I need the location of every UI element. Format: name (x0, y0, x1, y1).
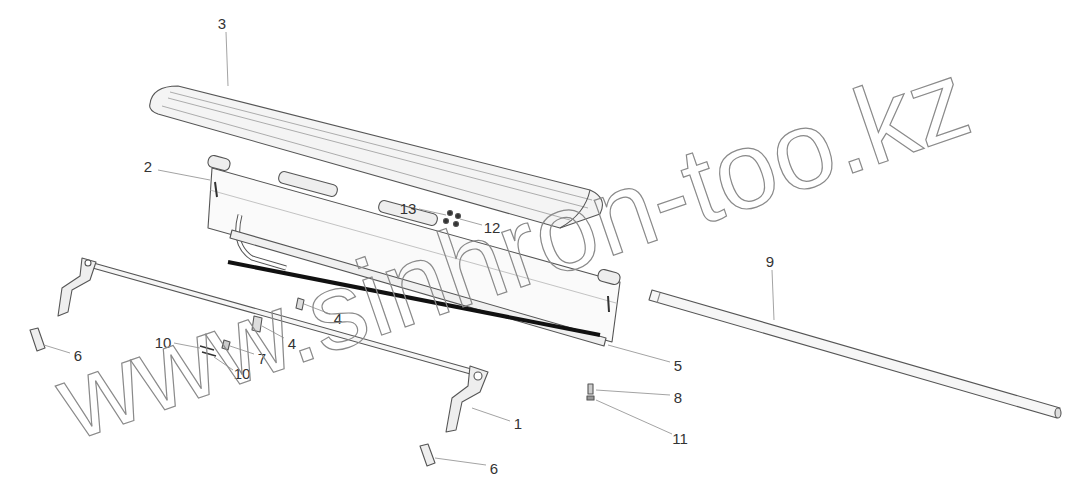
callout-number: 3 (218, 16, 226, 31)
shaft (649, 290, 1060, 418)
callout-number: 11 (672, 431, 688, 446)
callout-number: 1 (514, 416, 522, 431)
callout-number: 6 (490, 461, 498, 476)
bracket (58, 258, 96, 316)
callout-number: 2 (144, 159, 152, 174)
callout-number: 9 (766, 254, 774, 269)
callout-number: 5 (674, 358, 682, 373)
callout-number: 8 (674, 390, 682, 405)
callout-number: 13 (400, 201, 417, 216)
